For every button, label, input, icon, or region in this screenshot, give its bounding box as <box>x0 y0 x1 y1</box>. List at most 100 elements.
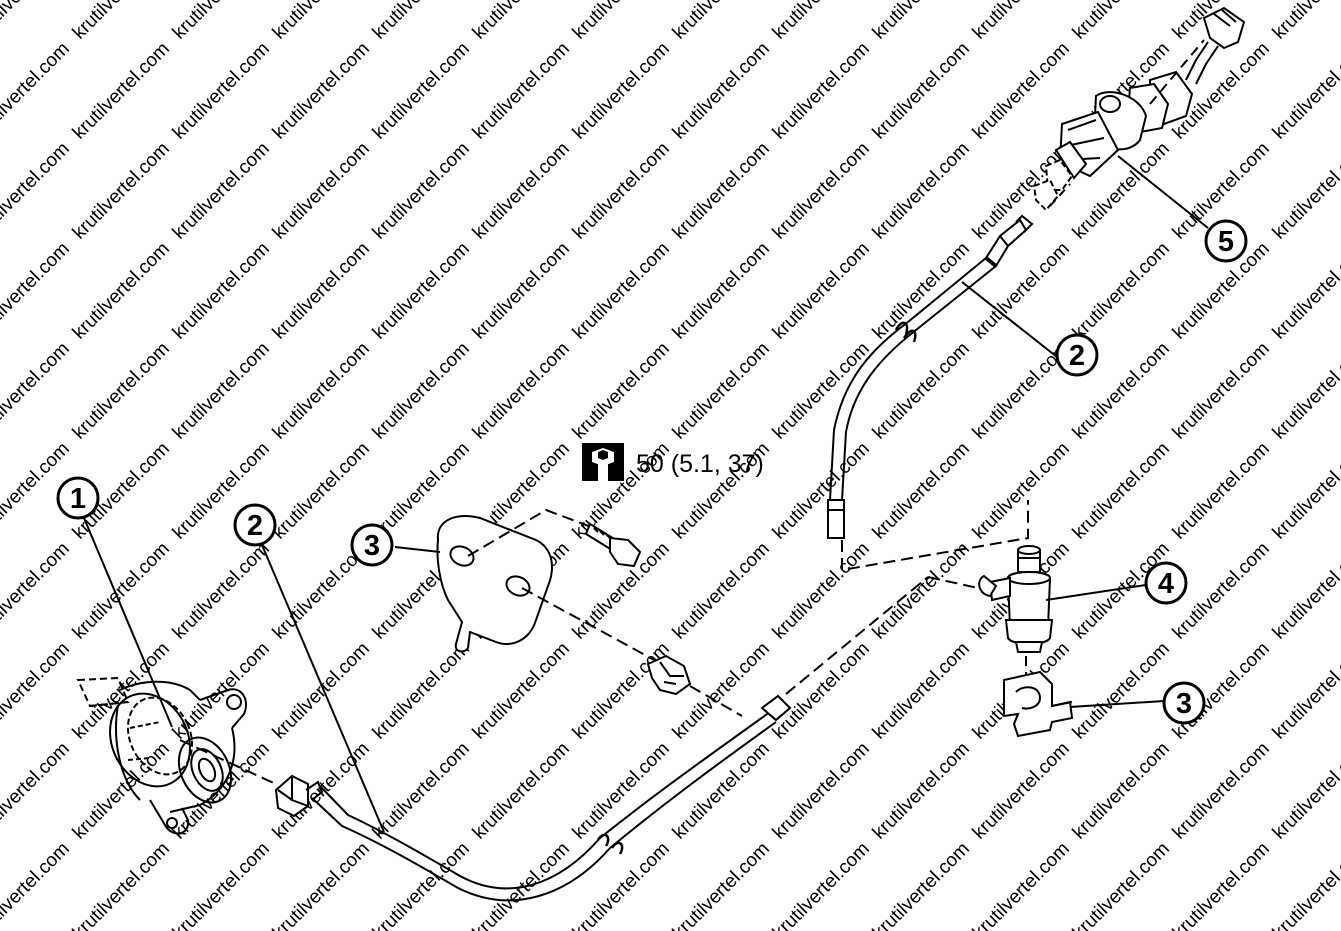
watermark-text: krutilvertel.com <box>869 238 974 343</box>
watermark-text: krutilvertel.com <box>269 0 374 44</box>
watermark-text: krutilvertel.com <box>69 738 174 843</box>
watermark-text: krutilvertel.com <box>169 538 274 643</box>
watermark-text: krutilvertel.com <box>369 838 474 931</box>
watermark-text: krutilvertel.com <box>0 738 74 843</box>
callout-5: 5 <box>1204 219 1248 263</box>
watermark-text: krutilvertel.com <box>1269 638 1341 743</box>
watermark-text: krutilvertel.com <box>269 138 374 243</box>
watermark-text: krutilvertel.com <box>769 738 874 843</box>
watermark-text: krutilvertel.com <box>769 38 874 143</box>
watermark-text: krutilvertel.com <box>269 38 374 143</box>
watermark-text: krutilvertel.com <box>0 138 74 243</box>
watermark-text: krutilvertel.com <box>0 838 74 931</box>
watermark-text: krutilvertel.com <box>69 538 174 643</box>
svg-text:2: 2 <box>247 510 263 542</box>
clutch-hose-lower <box>274 694 792 902</box>
watermark-text: krutilvertel.com <box>769 338 874 443</box>
watermark-text: krutilvertel.com <box>669 538 774 643</box>
watermark-text: krutilvertel.com <box>969 0 1074 44</box>
clutch-damper <box>978 545 1054 653</box>
watermark-text: krutilvertel.com <box>369 238 474 343</box>
alignment-line <box>841 500 1029 572</box>
watermark-text: krutilvertel.com <box>269 238 374 343</box>
callout-3-left: 3 <box>350 523 394 567</box>
clutch-hose-upper <box>827 214 1034 539</box>
watermark-text: krutilvertel.com <box>0 638 74 743</box>
watermark-text: krutilvertel.com <box>1269 0 1341 44</box>
watermark-text: krutilvertel.com <box>169 638 274 743</box>
watermark-text: krutilvertel.com <box>169 38 274 143</box>
watermark-text: krutilvertel.com <box>1169 838 1274 931</box>
watermark-text: krutilvertel.com <box>69 238 174 343</box>
watermark-text: krutilvertel.com <box>969 438 1074 543</box>
watermark-text: krutilvertel.com <box>1269 338 1341 443</box>
callout-4: 4 <box>1144 561 1188 605</box>
watermark-text: krutilvertel.com <box>69 38 174 143</box>
watermark-text: krutilvertel.com <box>169 138 274 243</box>
watermark-text: krutilvertel.com <box>469 38 574 143</box>
watermark-text: krutilvertel.com <box>1169 738 1274 843</box>
watermark-text: krutilvertel.com <box>769 0 874 44</box>
watermark-text: krutilvertel.com <box>569 38 674 143</box>
watermark-text: krutilvertel.com <box>769 138 874 243</box>
watermark-text: krutilvertel.com <box>369 0 474 44</box>
torque-wrench-icon <box>582 443 624 481</box>
watermark-text: krutilvertel.com <box>469 0 574 44</box>
svg-text:4: 4 <box>1158 568 1174 600</box>
watermark-text: krutilvertel.com <box>169 838 274 931</box>
alignment-line <box>785 576 929 695</box>
callout-2-upper: 2 <box>1055 333 1099 377</box>
watermark-text: krutilvertel.com <box>1269 438 1341 543</box>
alignment-line <box>1049 183 1071 207</box>
watermark-text: krutilvertel.com <box>469 238 574 343</box>
watermark-text: krutilvertel.com <box>169 0 274 44</box>
svg-text:5: 5 <box>1218 226 1234 258</box>
watermark-text: krutilvertel.com <box>1269 238 1341 343</box>
watermark-text: krutilvertel.com <box>1269 538 1341 643</box>
watermark-text: krutilvertel.com <box>69 638 174 743</box>
svg-text:3: 3 <box>364 530 380 562</box>
watermark-text: krutilvertel.com <box>869 438 974 543</box>
watermark-text: krutilvertel.com <box>869 338 974 443</box>
watermark-text: krutilvertel.com <box>69 0 174 44</box>
watermark-text: krutilvertel.com <box>369 738 474 843</box>
watermark-text: krutilvertel.com <box>1069 438 1174 543</box>
watermark-text: krutilvertel.com <box>569 638 674 743</box>
callout-2-lower: 2 <box>233 503 277 547</box>
watermark-text: krutilvertel.com <box>369 338 474 443</box>
watermark-text: krutilvertel.com <box>769 238 874 343</box>
watermark-text: krutilvertel.com <box>69 138 174 243</box>
watermark-text: krutilvertel.com <box>0 238 74 343</box>
alignment-line <box>689 685 743 717</box>
watermark-text: krutilvertel.com <box>1069 0 1174 44</box>
svg-text:2: 2 <box>1069 340 1085 372</box>
watermark-text: krutilvertel.com <box>769 538 874 643</box>
watermark-text: krutilvertel.com <box>469 138 574 243</box>
watermark-text: krutilvertel.com <box>969 838 1074 931</box>
watermark-text: krutilvertel.com <box>869 638 974 743</box>
callout-1: 1 <box>56 476 100 520</box>
watermark-text: krutilvertel.com <box>469 638 574 743</box>
watermark-text: krutilvertel.com <box>869 0 974 44</box>
watermark-text: krutilvertel.com <box>169 738 274 843</box>
watermark-text: krutilvertel.com <box>69 338 174 443</box>
watermark-text: krutilvertel.com <box>1269 138 1341 243</box>
watermark-text: krutilvertel.com <box>869 138 974 243</box>
watermark-text: krutilvertel.com <box>869 738 974 843</box>
watermark-text: krutilvertel.com <box>569 738 674 843</box>
svg-text:1: 1 <box>70 483 86 515</box>
watermark-text: krutilvertel.com <box>569 0 674 44</box>
hose-clip <box>646 654 692 696</box>
watermark-text: krutilvertel.com <box>1069 638 1174 743</box>
alignment-line <box>927 576 979 589</box>
watermark-text: krutilvertel.com <box>669 738 774 843</box>
watermark-text: krutilvertel.com <box>169 338 274 443</box>
watermark-text: krutilvertel.com <box>269 338 374 443</box>
watermark-text: krutilvertel.com <box>169 238 274 343</box>
watermark-text: krutilvertel.com <box>569 238 674 343</box>
watermark-text: krutilvertel.com <box>0 38 74 143</box>
watermark-text: krutilvertel.com <box>369 638 474 743</box>
watermark-text: krutilvertel.com <box>269 438 374 543</box>
watermark-text: krutilvertel.com <box>669 138 774 243</box>
